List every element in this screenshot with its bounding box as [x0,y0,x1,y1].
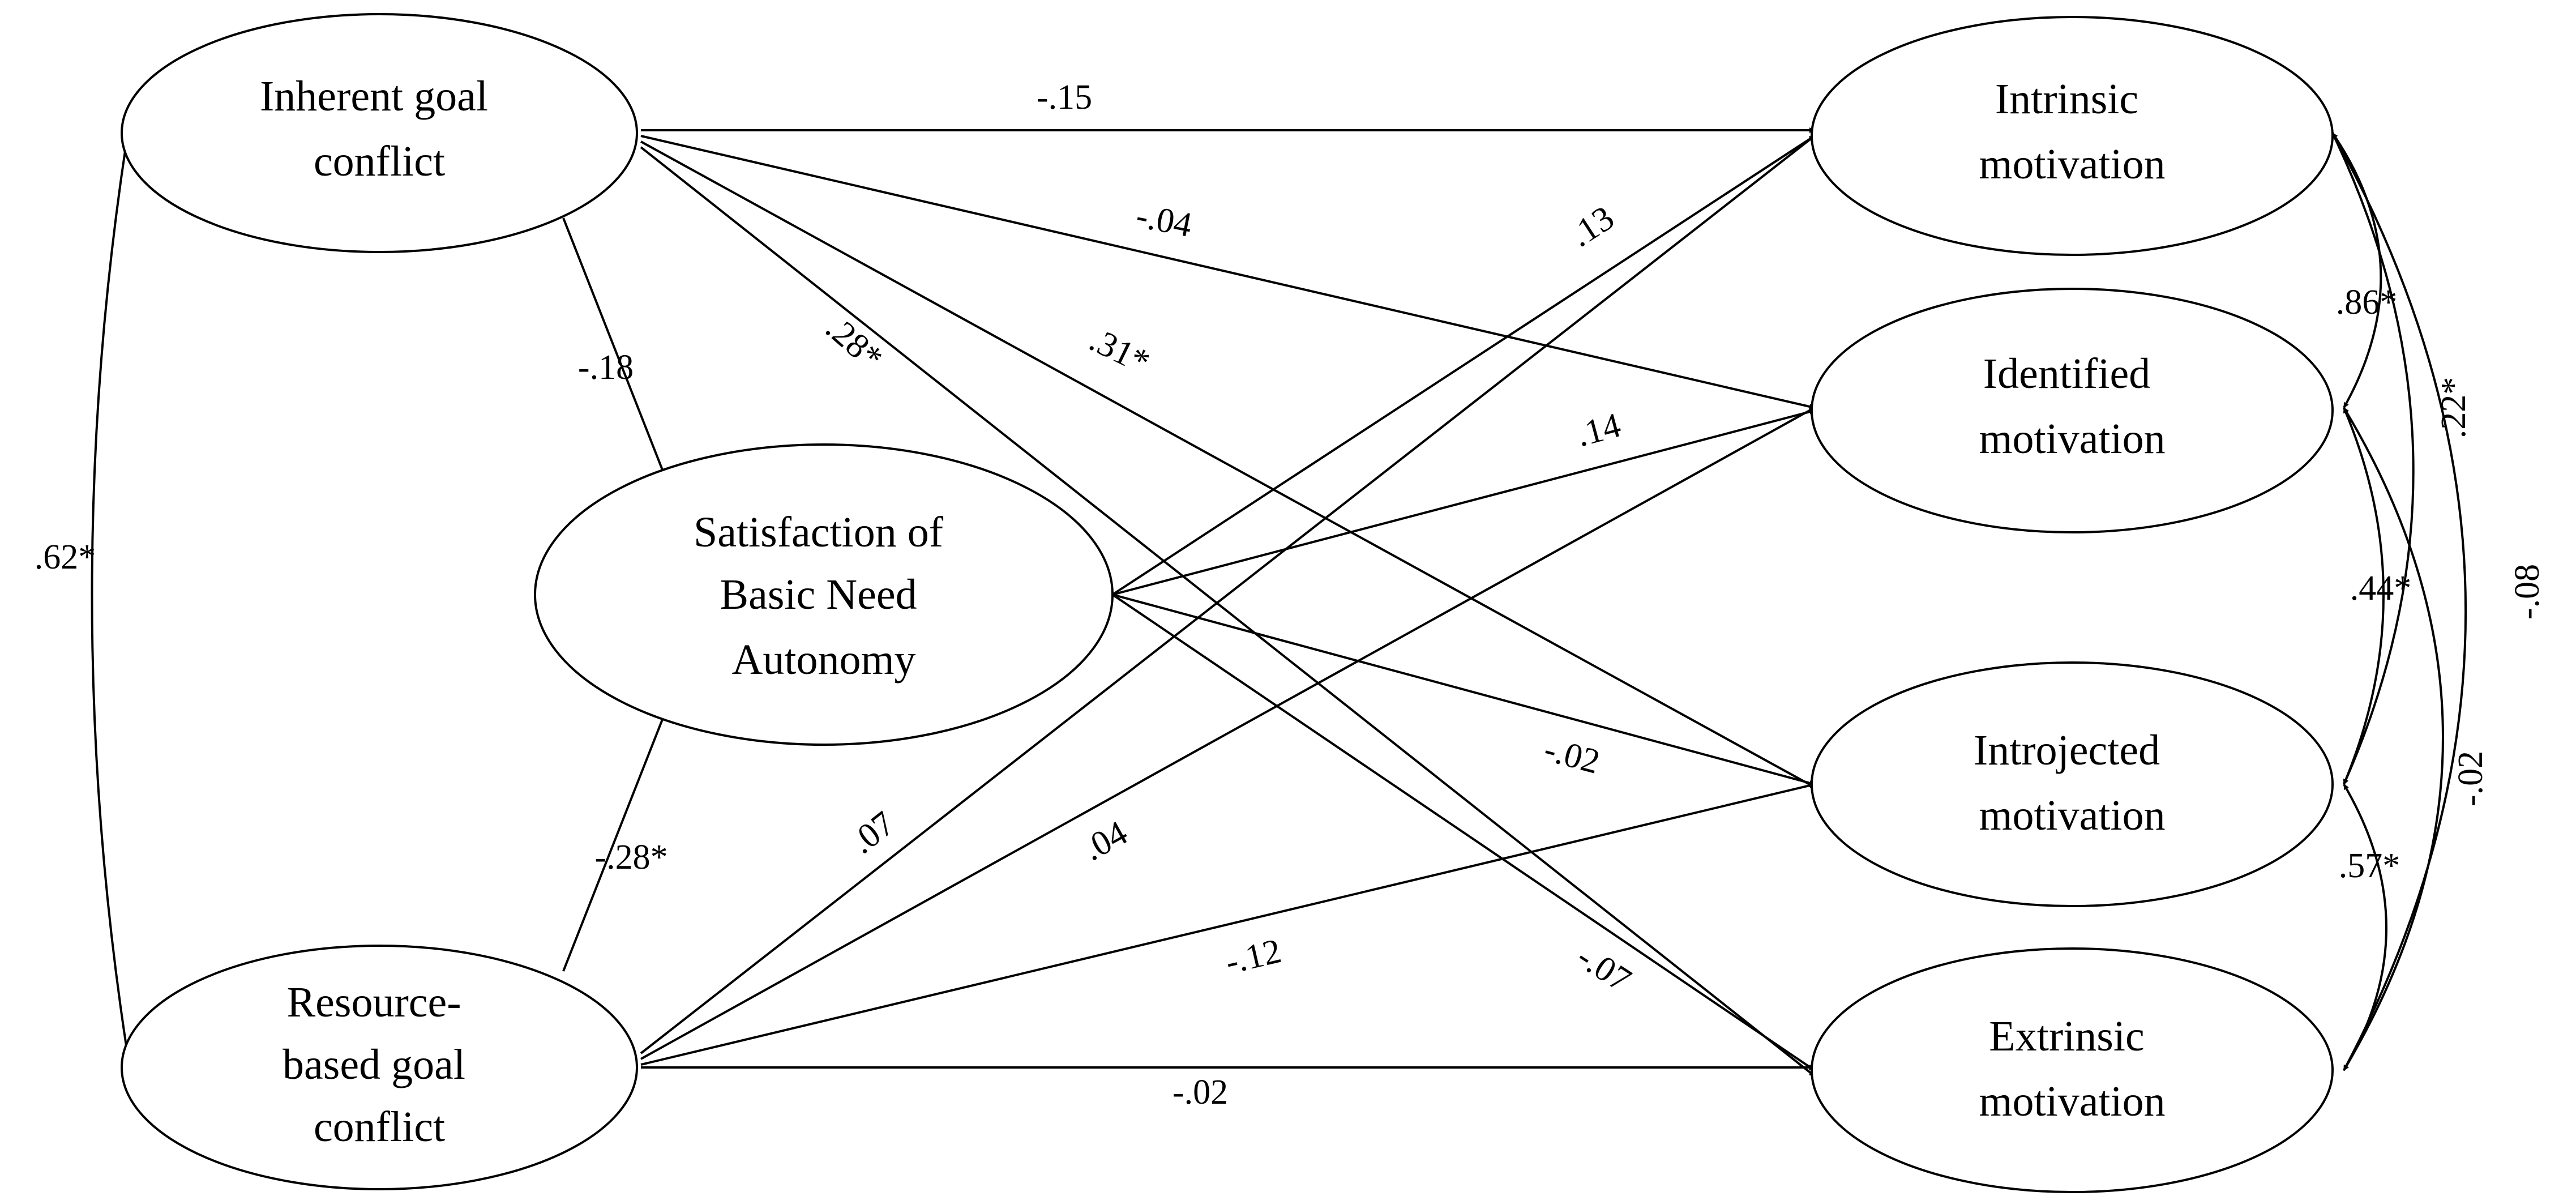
edges-layer [91,127,2467,1077]
node-intrinsic-line-1: Intrinsic [1995,75,2138,123]
label-autonomy-to-intrinsic: .13 [1563,199,1621,255]
path-resource-to-identified [640,407,1815,1060]
node-intrinsic-motivation: Intrinsic motivation [1811,16,2334,256]
corr-intrinsic-identified [2331,132,2382,408]
node-identified-line-2: motivation [1979,415,2165,463]
node-identified-line-1: Identified [1983,350,2150,398]
label-corr-introjected-extrinsic: .57* [2339,847,2400,885]
node-resource-label: Resource- based goal conflict [283,979,476,1151]
node-introjected-shape [1811,661,2334,907]
label-resource-to-extrinsic: -.02 [1173,1073,1228,1112]
node-extrinsic-line-1: Extrinsic [1989,1013,2144,1060]
node-autonomy-line-2: Basic Need [720,571,917,618]
label-inherent-to-autonomy: -.18 [578,348,634,387]
node-introjected-line-1: Introjected [1974,727,2160,774]
node-inherent-shape [121,13,638,253]
node-resource-shape [121,945,638,1190]
path-resource-to-intrinsic [640,135,1816,1054]
corr-introjected-extrinsic [2343,783,2387,1071]
label-corr-identified-introjected: .44* [2350,569,2412,608]
node-identified-motivation: Identified motivation [1811,288,2334,533]
node-inherent-goal-conflict: Inherent goal conflict [121,13,638,253]
label-corr-intrinsic-identified: .86* [2336,283,2398,322]
node-intrinsic-line-2: motivation [1979,140,2165,188]
path-autonomy-to-introjected [1112,593,1815,786]
label-corr-intrinsic-extrinsic: -.08 [2508,564,2547,620]
node-autonomy-line-1: Satisfaction of [694,509,944,556]
node-extrinsic-shape [1811,947,2334,1193]
node-resource-line-2: based goal [283,1041,465,1088]
path-autonomy-to-intrinsic [1111,135,1816,596]
path-autonomy-to-extrinsic [1111,593,1816,1071]
label-corr-inherent-resource: .62* [35,538,96,576]
path-autonomy-to-identified [1112,409,1815,596]
node-introjected-motivation: Introjected motivation [1811,661,2334,907]
label-autonomy-to-extrinsic: -.07 [1570,937,1637,999]
corr-intrinsic-extrinsic [2331,133,2467,1071]
node-extrinsic-line-2: motivation [1979,1078,2165,1125]
nodes-layer: Inherent goal conflict Resource- based g… [121,13,2334,1193]
path-resource-to-introjected [640,783,1815,1066]
node-autonomy-shape [534,443,1114,746]
path-inherent-to-extrinsic [640,146,1816,1077]
label-inherent-to-identified: -.04 [1133,197,1195,245]
node-resource-based-goal-conflict: Resource- based goal conflict [121,945,638,1190]
node-inherent-line-1: Inherent goal [260,72,488,120]
corr-inherent-resource [91,135,130,1054]
label-inherent-to-introjected: .31* [1084,320,1156,382]
path-inherent-to-autonomy [562,217,669,485]
node-identified-shape [1811,288,2334,533]
path-inherent-to-introjected [640,140,1815,788]
node-identified-label: Identified motivation [1979,350,2165,463]
label-inherent-to-intrinsic: -.15 [1037,78,1092,117]
label-autonomy-to-introjected: -.02 [1540,730,1603,781]
node-introjected-label: Introjected motivation [1974,727,2171,839]
node-extrinsic-label: Extrinsic motivation [1979,1013,2165,1125]
corr-intrinsic-introjected [2331,133,2415,785]
node-resource-line-1: Resource- [286,979,461,1026]
corr-identified-introjected [2343,407,2385,785]
node-autonomy-line-3: Autonomy [731,636,915,684]
node-inherent-label: Inherent goal conflict [260,72,499,185]
node-inherent-line-2: conflict [314,138,445,185]
label-corr-intrinsic-introjected: .22* [2434,377,2473,439]
node-extrinsic-motivation: Extrinsic motivation [1811,947,2334,1193]
label-resource-to-identified: .04 [1077,813,1134,868]
node-introjected-line-2: motivation [1979,792,2165,839]
node-autonomy-label: Satisfaction of Basic Need Autonomy [694,509,954,684]
path-inherent-to-identified [640,135,1815,409]
path-resource-to-autonomy [562,704,669,972]
label-resource-to-intrinsic: .07 [844,804,902,861]
label-corr-identified-extrinsic: -.02 [2451,751,2490,806]
label-inherent-to-extrinsic: .28* [819,308,890,378]
node-resource-line-3: conflict [314,1103,445,1151]
label-autonomy-to-identified: .14 [1572,406,1624,455]
node-satisfaction-basic-need-autonomy: Satisfaction of Basic Need Autonomy [534,443,1114,746]
corr-identified-extrinsic [2343,407,2444,1071]
label-resource-to-introjected: -.12 [1222,932,1285,981]
label-resource-to-autonomy: -.28* [594,838,667,877]
node-intrinsic-shape [1811,16,2334,256]
node-intrinsic-label: Intrinsic motivation [1979,75,2165,188]
